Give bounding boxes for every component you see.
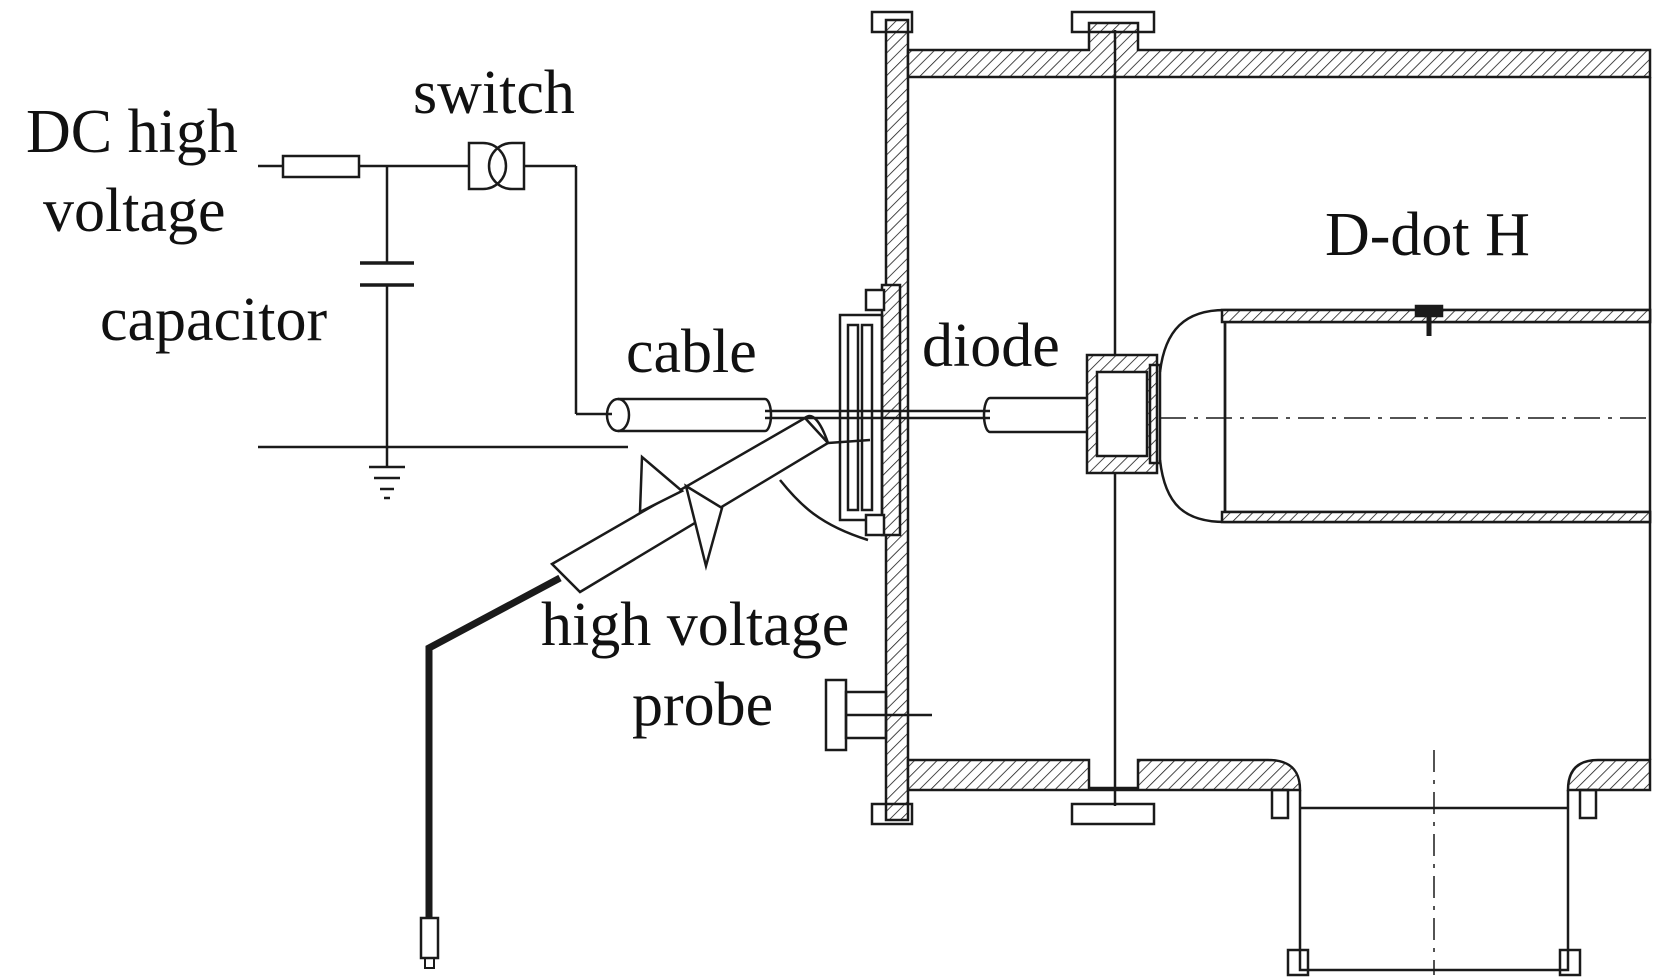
label-switch: switch bbox=[413, 59, 575, 127]
coaxial-cable bbox=[605, 397, 855, 433]
d-dot-sensor bbox=[1414, 304, 1444, 336]
label-cable: cable bbox=[626, 318, 757, 386]
label-dc-high: DC high bbox=[26, 98, 238, 166]
probe-connector bbox=[419, 916, 440, 960]
high-voltage-probe bbox=[419, 414, 871, 969]
label-high-voltage: high voltage bbox=[541, 591, 849, 659]
vacuum-chamber bbox=[906, 10, 1652, 977]
ground-symbol bbox=[369, 465, 405, 500]
label-d-dot: D-dot H bbox=[1325, 201, 1530, 269]
spark-gap-switch bbox=[467, 141, 526, 191]
label-diode: diode bbox=[922, 312, 1060, 380]
resistor bbox=[281, 154, 361, 179]
label-voltage: voltage bbox=[43, 177, 226, 245]
capacitor-symbol bbox=[360, 166, 414, 467]
label-capacitor: capacitor bbox=[100, 286, 328, 354]
charging-circuit bbox=[258, 141, 628, 500]
label-probe: probe bbox=[632, 671, 773, 739]
